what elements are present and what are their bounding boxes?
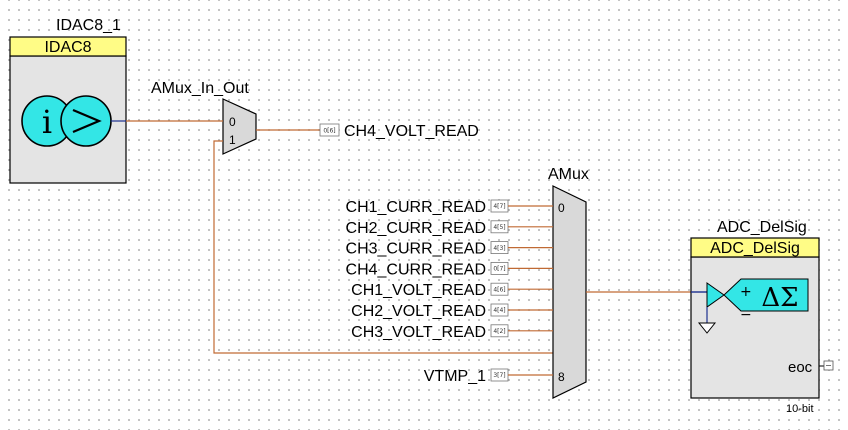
pin-tag: 4[7] [493, 203, 505, 210]
amux-input-0-label: 0 [558, 201, 565, 215]
amux-in-out-component[interactable]: AMux_In_Out 0 1 [151, 80, 257, 155]
amux-in-out-body [222, 98, 257, 155]
vtmp-input-pin[interactable]: VTMP_1 3[7] [424, 368, 553, 385]
pin-label: CH2_VOLT_READ [351, 303, 486, 320]
pin-tag-box [319, 123, 340, 137]
amux-in-out-input-1-label: 1 [229, 133, 236, 147]
pin-label: CH4_VOLT_READ [344, 123, 479, 140]
adc-resolution-label: 10-bit [786, 403, 814, 415]
pin-tag: 4[4] [493, 307, 505, 314]
pin-label: CH4_CURR_READ [346, 261, 486, 278]
eoc-terminal-icon[interactable] [823, 360, 834, 371]
amux-input-pin-6[interactable]: CH3_VOLT_READ 4[2] [351, 324, 553, 341]
idac8-component[interactable]: IDAC8_1 IDAC8 i [9, 17, 127, 184]
amux-body [552, 185, 587, 399]
ch4-volt-read-pin[interactable]: 0[6] CH4_VOLT_READ [256, 123, 479, 140]
idac8-title-bar [9, 36, 127, 57]
pin-label: CH3_VOLT_READ [351, 324, 486, 341]
pin-tag: 4[3] [493, 245, 505, 252]
pin-label: CH3_CURR_READ [346, 241, 486, 258]
adc-plus-sign: + [740, 284, 752, 300]
amux-in-out-input-0-label: 0 [229, 115, 236, 129]
adc-delta-sigma-symbol: ΔΣ [761, 283, 798, 313]
amux-input-pin-2[interactable]: CH3_CURR_READ 4[3] [346, 241, 553, 258]
ground-icon [697, 307, 717, 334]
pin-tag: 0[6] [323, 128, 335, 135]
pin-tag: 4[2] [493, 328, 505, 335]
pin-tag: 3[7] [493, 372, 505, 379]
pin-label: CH2_CURR_READ [346, 220, 486, 237]
amux-input-pin-1[interactable]: CH2_CURR_READ 4[5] [346, 220, 553, 237]
pin-tag: 4[6] [493, 286, 505, 293]
amux-input-pin-0[interactable]: CH1_CURR_READ 4[7] [346, 199, 553, 216]
pin-label: CH1_VOLT_READ [351, 282, 486, 299]
idac8-symbol-text: i [42, 103, 52, 141]
amux-component[interactable]: AMux 0 8 [548, 166, 589, 399]
amux-in-out-instance-name: AMux_In_Out [151, 80, 249, 97]
amux-input-pin-4[interactable]: CH1_VOLT_READ 4[6] [351, 282, 553, 299]
delta-sigma-icon: + − ΔΣ [706, 278, 809, 323]
wire-amux-in-out-to-amux[interactable] [213, 140, 553, 354]
amux-input-8-label: 8 [558, 370, 565, 384]
pin-label: CH1_CURR_READ [346, 199, 486, 216]
idac8-instance-name: IDAC8_1 [56, 17, 121, 34]
adc-title-bar [690, 237, 820, 258]
amux-input-pins: CH1_CURR_READ 4[7] CH2_CURR_READ 4[5] CH3_CU… [346, 199, 553, 385]
adc-instance-name: ADC_DelSig [717, 219, 807, 236]
amux-instance-name: AMux [548, 166, 589, 183]
pin-tag: 4[5] [493, 224, 505, 231]
adc-title: ADC_DelSig [710, 240, 800, 257]
amux-input-pin-5[interactable]: CH2_VOLT_READ 4[4] [351, 303, 553, 320]
idac8-title: IDAC8 [44, 39, 91, 56]
eoc-label: eoc [788, 359, 813, 376]
adc-delsig-component[interactable]: ADC_DelSig ADC_DelSig + − ΔΣ eoc 10-bit [690, 219, 834, 415]
adc-minus-sign: − [740, 307, 752, 323]
amux-input-pin-3[interactable]: CH4_CURR_READ 0[7] [346, 261, 553, 278]
pin-label: VTMP_1 [424, 368, 486, 385]
pin-tag: 0[7] [493, 266, 505, 273]
